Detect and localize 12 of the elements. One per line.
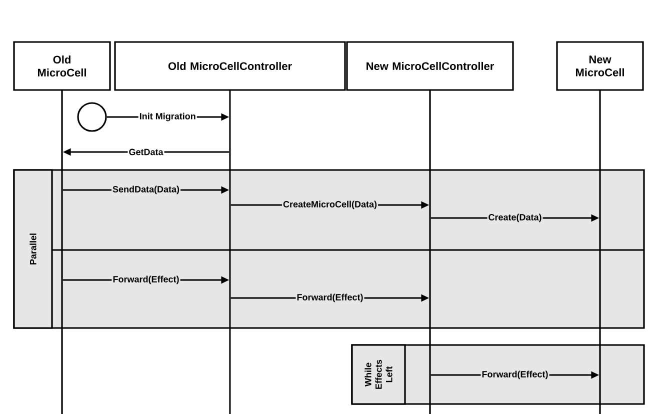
participant-box: New MicroCell	[556, 41, 644, 91]
fragment-label: Parallel	[13, 169, 53, 329]
start-circle	[77, 102, 107, 132]
edge-label: Forward(Effect)	[480, 370, 550, 380]
edge-label: GetData	[128, 148, 164, 156]
edge-label: Init Migration	[138, 112, 197, 122]
participant-box: Old MicroCellController	[114, 41, 346, 91]
participant-box: New MicroCellController	[346, 41, 514, 91]
edge-label: Create(Data)	[487, 212, 543, 224]
edge-label: SendData(Data)	[112, 184, 181, 196]
fragment-label: While Effects Left	[351, 344, 406, 405]
participant-box: Old MicroCell	[13, 41, 111, 91]
